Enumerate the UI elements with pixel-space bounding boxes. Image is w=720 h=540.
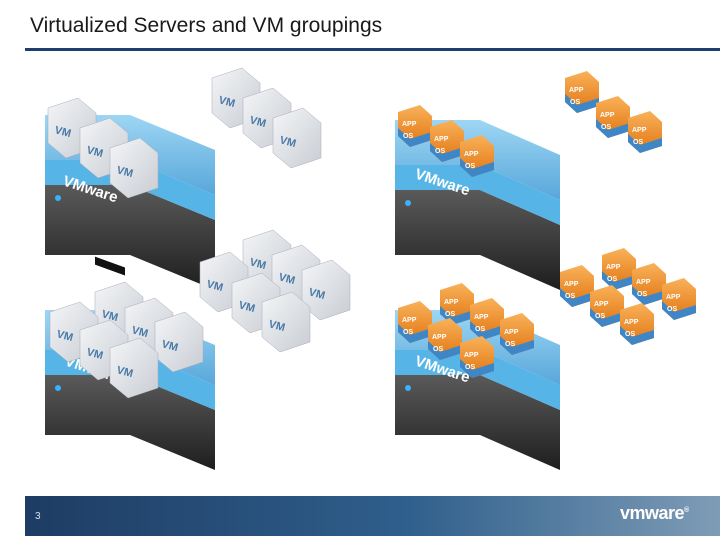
svg-text:APP: APP (606, 264, 621, 271)
svg-text:OS: OS (435, 148, 445, 155)
vm-group-top-floating: VM VM VM (211, 67, 322, 169)
svg-text:OS: OS (465, 364, 475, 371)
svg-text:APP: APP (464, 151, 479, 158)
svg-text:OS: OS (403, 133, 413, 140)
svg-text:VM: VM (307, 286, 326, 302)
svg-text:APP: APP (464, 352, 479, 359)
svg-text:APP: APP (600, 112, 615, 119)
svg-text:APP: APP (402, 121, 417, 128)
svg-text:OS: OS (505, 341, 515, 348)
svg-text:OS: OS (475, 326, 485, 333)
svg-text:OS: OS (633, 139, 643, 146)
svg-text:VM: VM (267, 318, 286, 334)
svg-text:VM: VM (248, 114, 267, 130)
svg-text:VM: VM (248, 256, 267, 272)
svg-text:VM: VM (130, 324, 149, 340)
svg-text:OS: OS (433, 346, 443, 353)
vm-group-middle-floating: VM VM VM VM VM VM (199, 229, 351, 353)
logo-text: vmware (620, 503, 685, 523)
vmware-logo-icon: vmware® (620, 503, 689, 524)
svg-text:VM: VM (85, 346, 104, 362)
app-group-top-floating: APP OS APP OS APP OS (565, 71, 662, 153)
svg-text:VM: VM (53, 124, 72, 140)
svg-text:OS: OS (595, 313, 605, 320)
svg-text:OS: OS (570, 99, 580, 106)
title-divider (25, 48, 720, 51)
svg-text:OS: OS (445, 311, 455, 318)
app-group-bottom-floating: APP OS APP OS APP OS APP OS APP OS APP OS (560, 248, 696, 345)
svg-text:APP: APP (434, 136, 449, 143)
svg-text:OS: OS (565, 293, 575, 300)
app-group-bottom-right: APP OS APP OS APP OS APP OS APP OS APP OS (398, 283, 534, 378)
svg-text:VM: VM (160, 338, 179, 354)
logo-registered-mark: ® (684, 507, 689, 514)
svg-text:APP: APP (564, 281, 579, 288)
svg-text:OS: OS (625, 331, 635, 338)
page-title: Virtualized Servers and VM groupings (30, 14, 383, 37)
svg-text:OS: OS (637, 291, 647, 298)
svg-text:VM: VM (217, 94, 236, 110)
svg-text:VM: VM (205, 278, 224, 294)
svg-text:APP: APP (474, 314, 489, 321)
power-led-icon (55, 195, 61, 201)
svg-text:OS: OS (667, 306, 677, 313)
svg-text:APP: APP (432, 334, 447, 341)
page-number: 3 (35, 511, 41, 522)
svg-text:APP: APP (444, 299, 459, 306)
vm-group-top-left: VM VM VM (47, 97, 159, 199)
footer-bar (25, 496, 720, 536)
svg-text:VM: VM (277, 271, 296, 287)
svg-text:VM: VM (237, 299, 256, 315)
svg-text:VM: VM (100, 308, 119, 324)
svg-text:APP: APP (402, 317, 417, 324)
svg-text:VM: VM (85, 144, 104, 160)
vm-group-bottom-left: VM VM VM VM VM VM (49, 281, 204, 399)
svg-text:VM: VM (115, 164, 134, 180)
svg-text:OS: OS (601, 124, 611, 131)
svg-text:OS: OS (465, 163, 475, 170)
svg-text:VM: VM (115, 364, 134, 380)
svg-text:VM: VM (278, 134, 297, 150)
svg-text:APP: APP (504, 329, 519, 336)
svg-text:APP: APP (636, 279, 651, 286)
svg-text:VM: VM (55, 328, 74, 344)
svg-text:OS: OS (403, 329, 413, 336)
app-group-top-right: APP OS APP OS APP OS (398, 105, 494, 177)
svg-text:OS: OS (607, 276, 617, 283)
svg-text:APP: APP (594, 301, 609, 308)
svg-text:APP: APP (666, 294, 681, 301)
svg-text:APP: APP (569, 87, 584, 94)
svg-text:APP: APP (632, 127, 647, 134)
svg-text:APP: APP (624, 319, 639, 326)
